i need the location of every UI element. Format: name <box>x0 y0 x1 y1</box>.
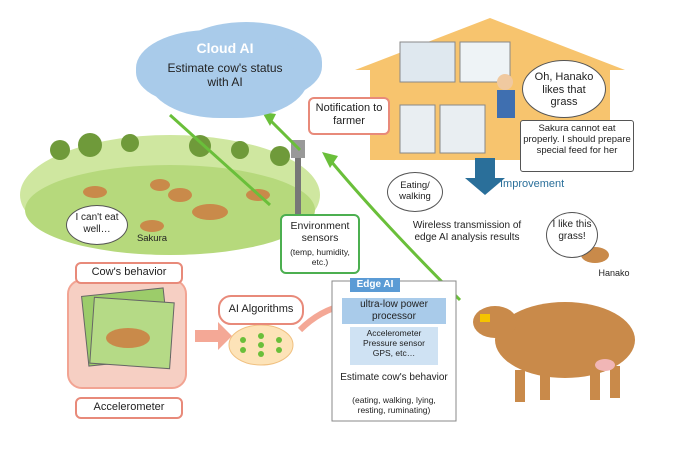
processor-text: ultra-low power processor <box>360 299 428 322</box>
eating-walking-bubble: Eating/ walking <box>387 172 443 212</box>
sensors-box: Accelerometer Pressure sensor GPS, etc… <box>350 327 438 365</box>
sakura-name: Sakura <box>136 233 168 244</box>
sensors-text: Accelerometer Pressure sensor GPS, etc… <box>363 328 425 358</box>
cow-behavior-text: Cow's behavior <box>91 266 167 278</box>
farmer-plan-text: Sakura cannot eat properly. I should pre… <box>523 123 631 156</box>
wireless-text: Wireless transmission of edge AI analysi… <box>412 220 522 243</box>
accelerometer-text: Accelerometer <box>93 401 165 413</box>
farmer-plan-box: Sakura cannot eat properly. I should pre… <box>520 120 634 172</box>
notification-text: Notification to farmer <box>315 102 383 127</box>
farmer-speech-bubble: Oh, Hanako likes that grass <box>522 60 606 118</box>
cloud-ai-text: Estimate cow's status with AI <box>167 61 283 89</box>
sensor-pole <box>295 140 301 260</box>
accelerometer-label: Accelerometer <box>75 397 183 419</box>
environment-sensors-title: Environment sensors <box>290 220 350 245</box>
environment-sensors-detail: (temp, humidity, etc.) <box>290 247 350 267</box>
hanako-cow-illustration <box>473 302 635 402</box>
estimate-behavior-detail: (eating, walking, lying, resting, rumina… <box>352 395 436 415</box>
sakura-speech-text: I can't eat well… <box>75 212 119 235</box>
improvement-arrow <box>465 158 505 195</box>
environment-sensors-box: Environment sensors (temp, humidity, etc… <box>280 214 360 274</box>
farmer-speech-text: Oh, Hanako likes that grass <box>534 71 594 109</box>
cloud-ai <box>148 30 308 118</box>
cloud-ai-title: Cloud AI <box>196 40 254 56</box>
processor-box: ultra-low power processor <box>342 298 446 324</box>
cow-behavior-label: Cow's behavior <box>75 262 183 284</box>
eating-walking-text: Eating/ walking <box>399 180 431 202</box>
pink-arrow-1 <box>195 322 232 350</box>
sakura-speech-bubble: I can't eat well… <box>66 205 128 245</box>
hanako-speech-text: I like this grass! <box>552 219 592 242</box>
hanako-speech-bubble: I like this grass! <box>546 212 598 258</box>
improvement-label: Improvement <box>500 178 565 190</box>
hanako-name: Hanako <box>598 268 630 278</box>
ai-algorithms-box: AI Algorithms <box>218 295 304 325</box>
notification-box: Notification to farmer <box>308 97 390 135</box>
edge-ai-title: Edge AI <box>356 279 394 290</box>
estimate-behavior-title: Estimate cow's behavior <box>340 372 448 383</box>
ai-algorithms-text: AI Algorithms <box>228 303 294 315</box>
